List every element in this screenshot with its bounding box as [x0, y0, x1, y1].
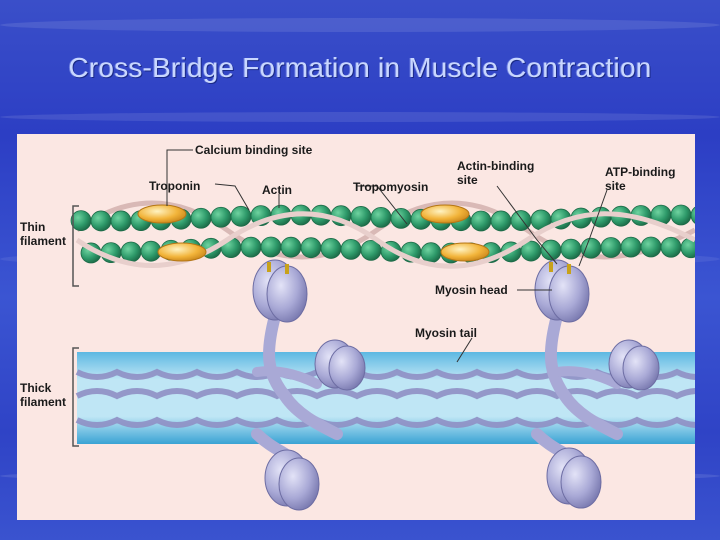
- actin-bead: [471, 211, 491, 231]
- background-streak: [0, 18, 720, 32]
- actin-label: Actin: [262, 183, 292, 197]
- myosin-head: [257, 434, 319, 510]
- actin-bead: [391, 208, 411, 228]
- actin-bead: [691, 205, 695, 225]
- actin-bead: [91, 211, 111, 231]
- actin-bead: [301, 238, 321, 258]
- actin-bead: [621, 237, 641, 257]
- troponin-label: Troponin: [149, 179, 200, 193]
- thick-filament-label: Thick: [20, 381, 52, 395]
- myosin-head-label: Myosin head: [435, 283, 508, 297]
- myosin-head: [537, 434, 601, 508]
- actin-bead: [341, 239, 361, 259]
- actin-bead: [601, 238, 621, 258]
- actin-bead: [421, 243, 441, 263]
- calcium-binding-site-label: Calcium binding site: [195, 143, 313, 157]
- actin-binding-site-label: site: [457, 173, 478, 187]
- troponin-complex: [441, 243, 489, 261]
- troponin-complex: [421, 205, 469, 223]
- actin-bead: [231, 206, 251, 226]
- actin-bead: [211, 207, 231, 227]
- tropomyosin-label: Tropomyosin: [353, 180, 428, 194]
- actin-bead: [111, 211, 131, 231]
- actin-bead: [491, 211, 511, 231]
- actin-bead: [261, 237, 281, 257]
- atp-binding-site-label: site: [605, 179, 626, 193]
- cross-bridge-diagram: Calcium binding site Troponin Actin Trop…: [17, 134, 695, 520]
- atp-binding-site-label: ATP-binding: [605, 165, 675, 179]
- troponin-complex: [138, 205, 186, 223]
- slide-title: Cross-Bridge Formation in Muscle Contrac…: [0, 52, 720, 84]
- actin-bead: [71, 211, 91, 231]
- actin-binding-site-label: Actin-binding: [457, 159, 534, 173]
- actin-bead: [371, 207, 391, 227]
- troponin-complex: [158, 243, 206, 261]
- thin-filament-label: Thin: [20, 220, 45, 234]
- actin-bead: [661, 237, 681, 257]
- actin-bead: [321, 238, 341, 258]
- actin-bead: [241, 237, 261, 257]
- thin-filament-label: filament: [20, 234, 66, 248]
- thick-filament-label: filament: [20, 395, 66, 409]
- actin-bead: [561, 239, 581, 259]
- actin-bead: [281, 237, 301, 257]
- actin-bead: [191, 208, 211, 228]
- figure-panel: Calcium binding site Troponin Actin Trop…: [17, 134, 695, 520]
- background-streak: [0, 112, 720, 122]
- actin-bead: [671, 205, 691, 225]
- actin-bead: [121, 242, 141, 262]
- actin-bead: [641, 237, 661, 257]
- myosin-tail-label: Myosin tail: [415, 326, 477, 340]
- actin-bead: [591, 207, 611, 227]
- actin-bead: [581, 238, 601, 258]
